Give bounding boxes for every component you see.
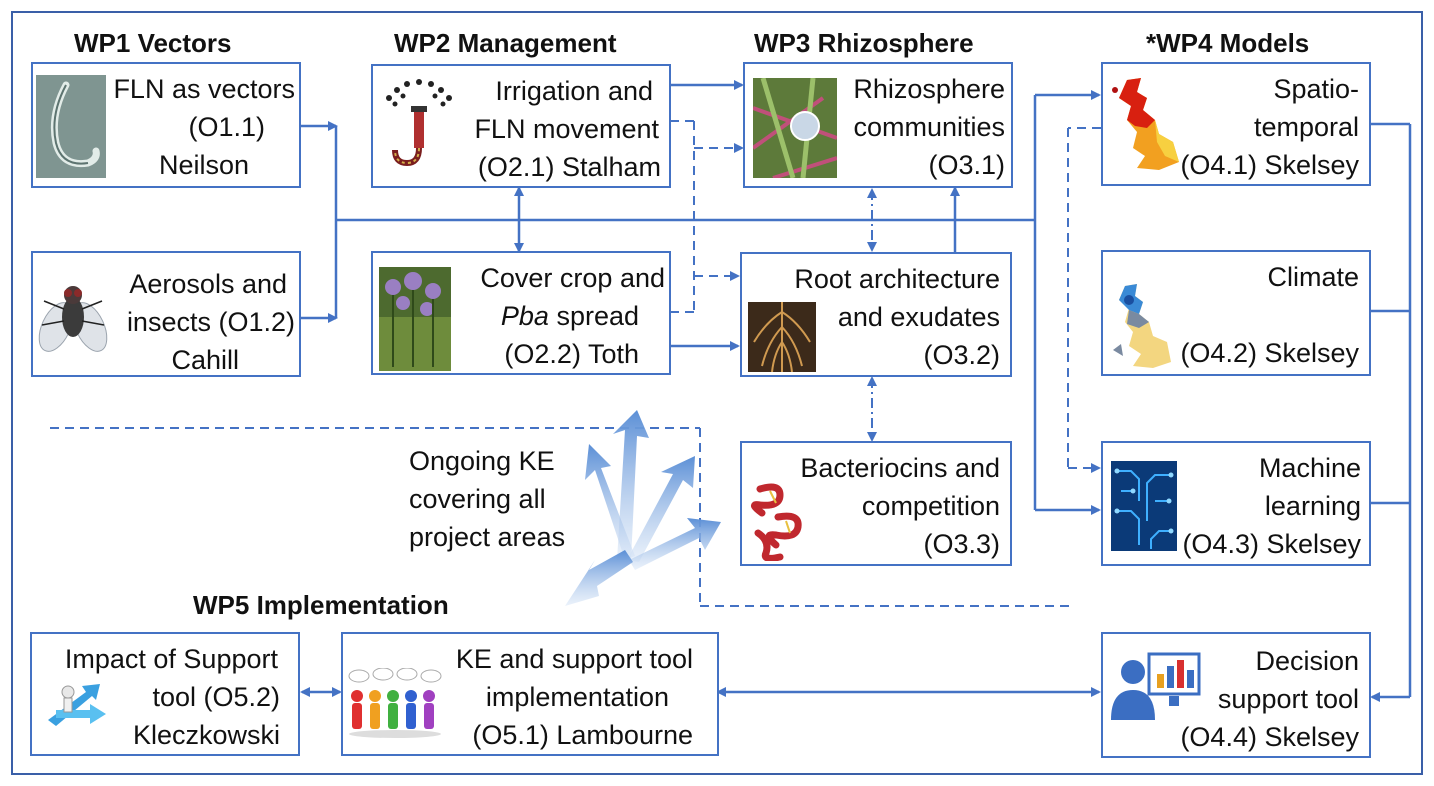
ke-note: Ongoing KE covering all project areas (409, 442, 565, 556)
o4-2-line3: (O4.2) Skelsey (1180, 338, 1359, 368)
o4-3-line2: learning (1264, 491, 1361, 521)
o5-2-line2: tool (O5.2) (152, 682, 280, 712)
climate-uk-image (1113, 284, 1171, 368)
o3-3-line3: (O3.3) (923, 529, 1000, 559)
box-o4-3[interactable]: Machine learning (O4.3) Skelsey (1101, 441, 1371, 566)
o5-1-line1: KE and support tool (455, 644, 693, 674)
nematode-image (36, 75, 106, 178)
o5-2-line3: Kleczkowski (132, 720, 280, 750)
box-o3-2[interactable]: Root architecture and exudates (O3.2) (740, 252, 1012, 377)
box-o3-1[interactable]: Rhizosphere communities (O3.1) (743, 62, 1013, 188)
o2-1-line2: FLN movement (474, 114, 659, 144)
wp4-title: *WP4 Models (1146, 28, 1310, 58)
o4-4-line3: (O4.4) Skelsey (1180, 722, 1359, 752)
box-o3-3[interactable]: Bacteriocins and competition (O3.3) (740, 441, 1012, 566)
fly-image (38, 286, 108, 352)
box-o1-2[interactable]: Aerosols and insects (O1.2) Cahill (31, 251, 301, 377)
o1-2-line1: Aerosols and (129, 269, 287, 299)
people-icon (348, 668, 442, 738)
box-o4-2[interactable]: Climate (O4.2) Skelsey (1101, 250, 1371, 376)
wp1-title: WP1 Vectors (74, 28, 232, 58)
cover-crop-image (379, 267, 451, 371)
o1-1-line2: (O1.1) (188, 112, 265, 142)
o4-2-line2 (1180, 296, 1359, 334)
ke-note-line3: project areas (409, 522, 566, 552)
o5-1-line3: (O5.1) Lambourne (472, 720, 693, 750)
o5-1-line2: implementation (485, 682, 669, 712)
o3-2-line3: (O3.2) (923, 340, 1000, 370)
o1-1-line3: Neilson (158, 150, 249, 180)
o1-2-line2: insects (O1.2) (126, 307, 295, 337)
wp5-title: WP5 Implementation (193, 590, 449, 620)
o2-2-line2-rest: spread (548, 301, 639, 331)
o4-1-line2: temporal (1253, 112, 1359, 142)
o1-2-line3: Cahill (171, 345, 239, 375)
o3-2-line1: Root architecture (794, 264, 1000, 294)
arrows-person-icon (48, 684, 106, 726)
o2-2-line1: Cover crop and (480, 263, 665, 293)
o3-3-line1: Bacteriocins and (800, 453, 1000, 483)
o5-2-line1: Impact of Support (64, 644, 278, 674)
box-o5-1[interactable]: KE and support tool implementation (O5.1… (341, 632, 719, 756)
box-o1-1[interactable]: FLN as vectors (O1.1) Neilson (31, 62, 301, 188)
ke-note-line2: covering all (409, 484, 546, 514)
box-o4-4[interactable]: Decision support tool (O4.4) Skelsey (1101, 632, 1371, 758)
o3-3-line2: competition (861, 491, 1000, 521)
o3-1-line1: Rhizosphere (853, 74, 1005, 104)
o4-4-line2: support tool (1217, 684, 1359, 714)
radiating-arrows-icon (565, 410, 721, 606)
wp2-title: WP2 Management (394, 28, 617, 58)
box-o2-1[interactable]: Irrigation and FLN movement (O2.1) Stalh… (371, 64, 671, 188)
box-o4-1[interactable]: Spatio- temporal (O4.1) Skelsey (1101, 62, 1371, 186)
diagram-frame (11, 11, 1423, 775)
o1-1-line1: FLN as vectors (113, 74, 295, 104)
o4-3-line3: (O4.3) Skelsey (1182, 529, 1361, 559)
o4-4-line1: Decision (1255, 646, 1359, 676)
rhizosphere-image (753, 78, 837, 178)
o2-2-line2-italic: Pba (500, 301, 549, 331)
wp3-title: WP3 Rhizosphere (754, 28, 974, 58)
o2-1-line1: Irrigation and (495, 76, 653, 106)
o2-2-line3: (O2.2) Toth (504, 339, 639, 369)
protein-image (751, 483, 802, 561)
sprinkler-icon (386, 79, 452, 167)
o2-1-line3: (O2.1) Stalham (477, 152, 661, 182)
box-o2-2[interactable]: Cover crop and Pba spread (O2.2) Toth (371, 251, 671, 375)
o2-2-line2: Pba spread (480, 297, 639, 335)
o3-2-line2: and exudates (837, 302, 1000, 332)
circuit-image (1111, 461, 1177, 551)
o3-1-line2: communities (853, 112, 1005, 142)
o4-1-line3: (O4.1) Skelsey (1180, 150, 1359, 180)
o4-3-line1: Machine (1258, 453, 1361, 483)
o3-1-line3: (O3.1) (928, 150, 1005, 180)
ke-note-line1: Ongoing KE (409, 446, 555, 476)
box-o5-2[interactable]: Impact of Support tool (O5.2) Kleczkowsk… (30, 632, 300, 756)
o4-1-line1: Spatio- (1273, 74, 1359, 104)
user-chart-icon (1111, 652, 1201, 720)
root-image (748, 302, 816, 372)
heatmap-uk-image (1112, 78, 1179, 170)
o4-2-line1: Climate (1267, 262, 1359, 292)
